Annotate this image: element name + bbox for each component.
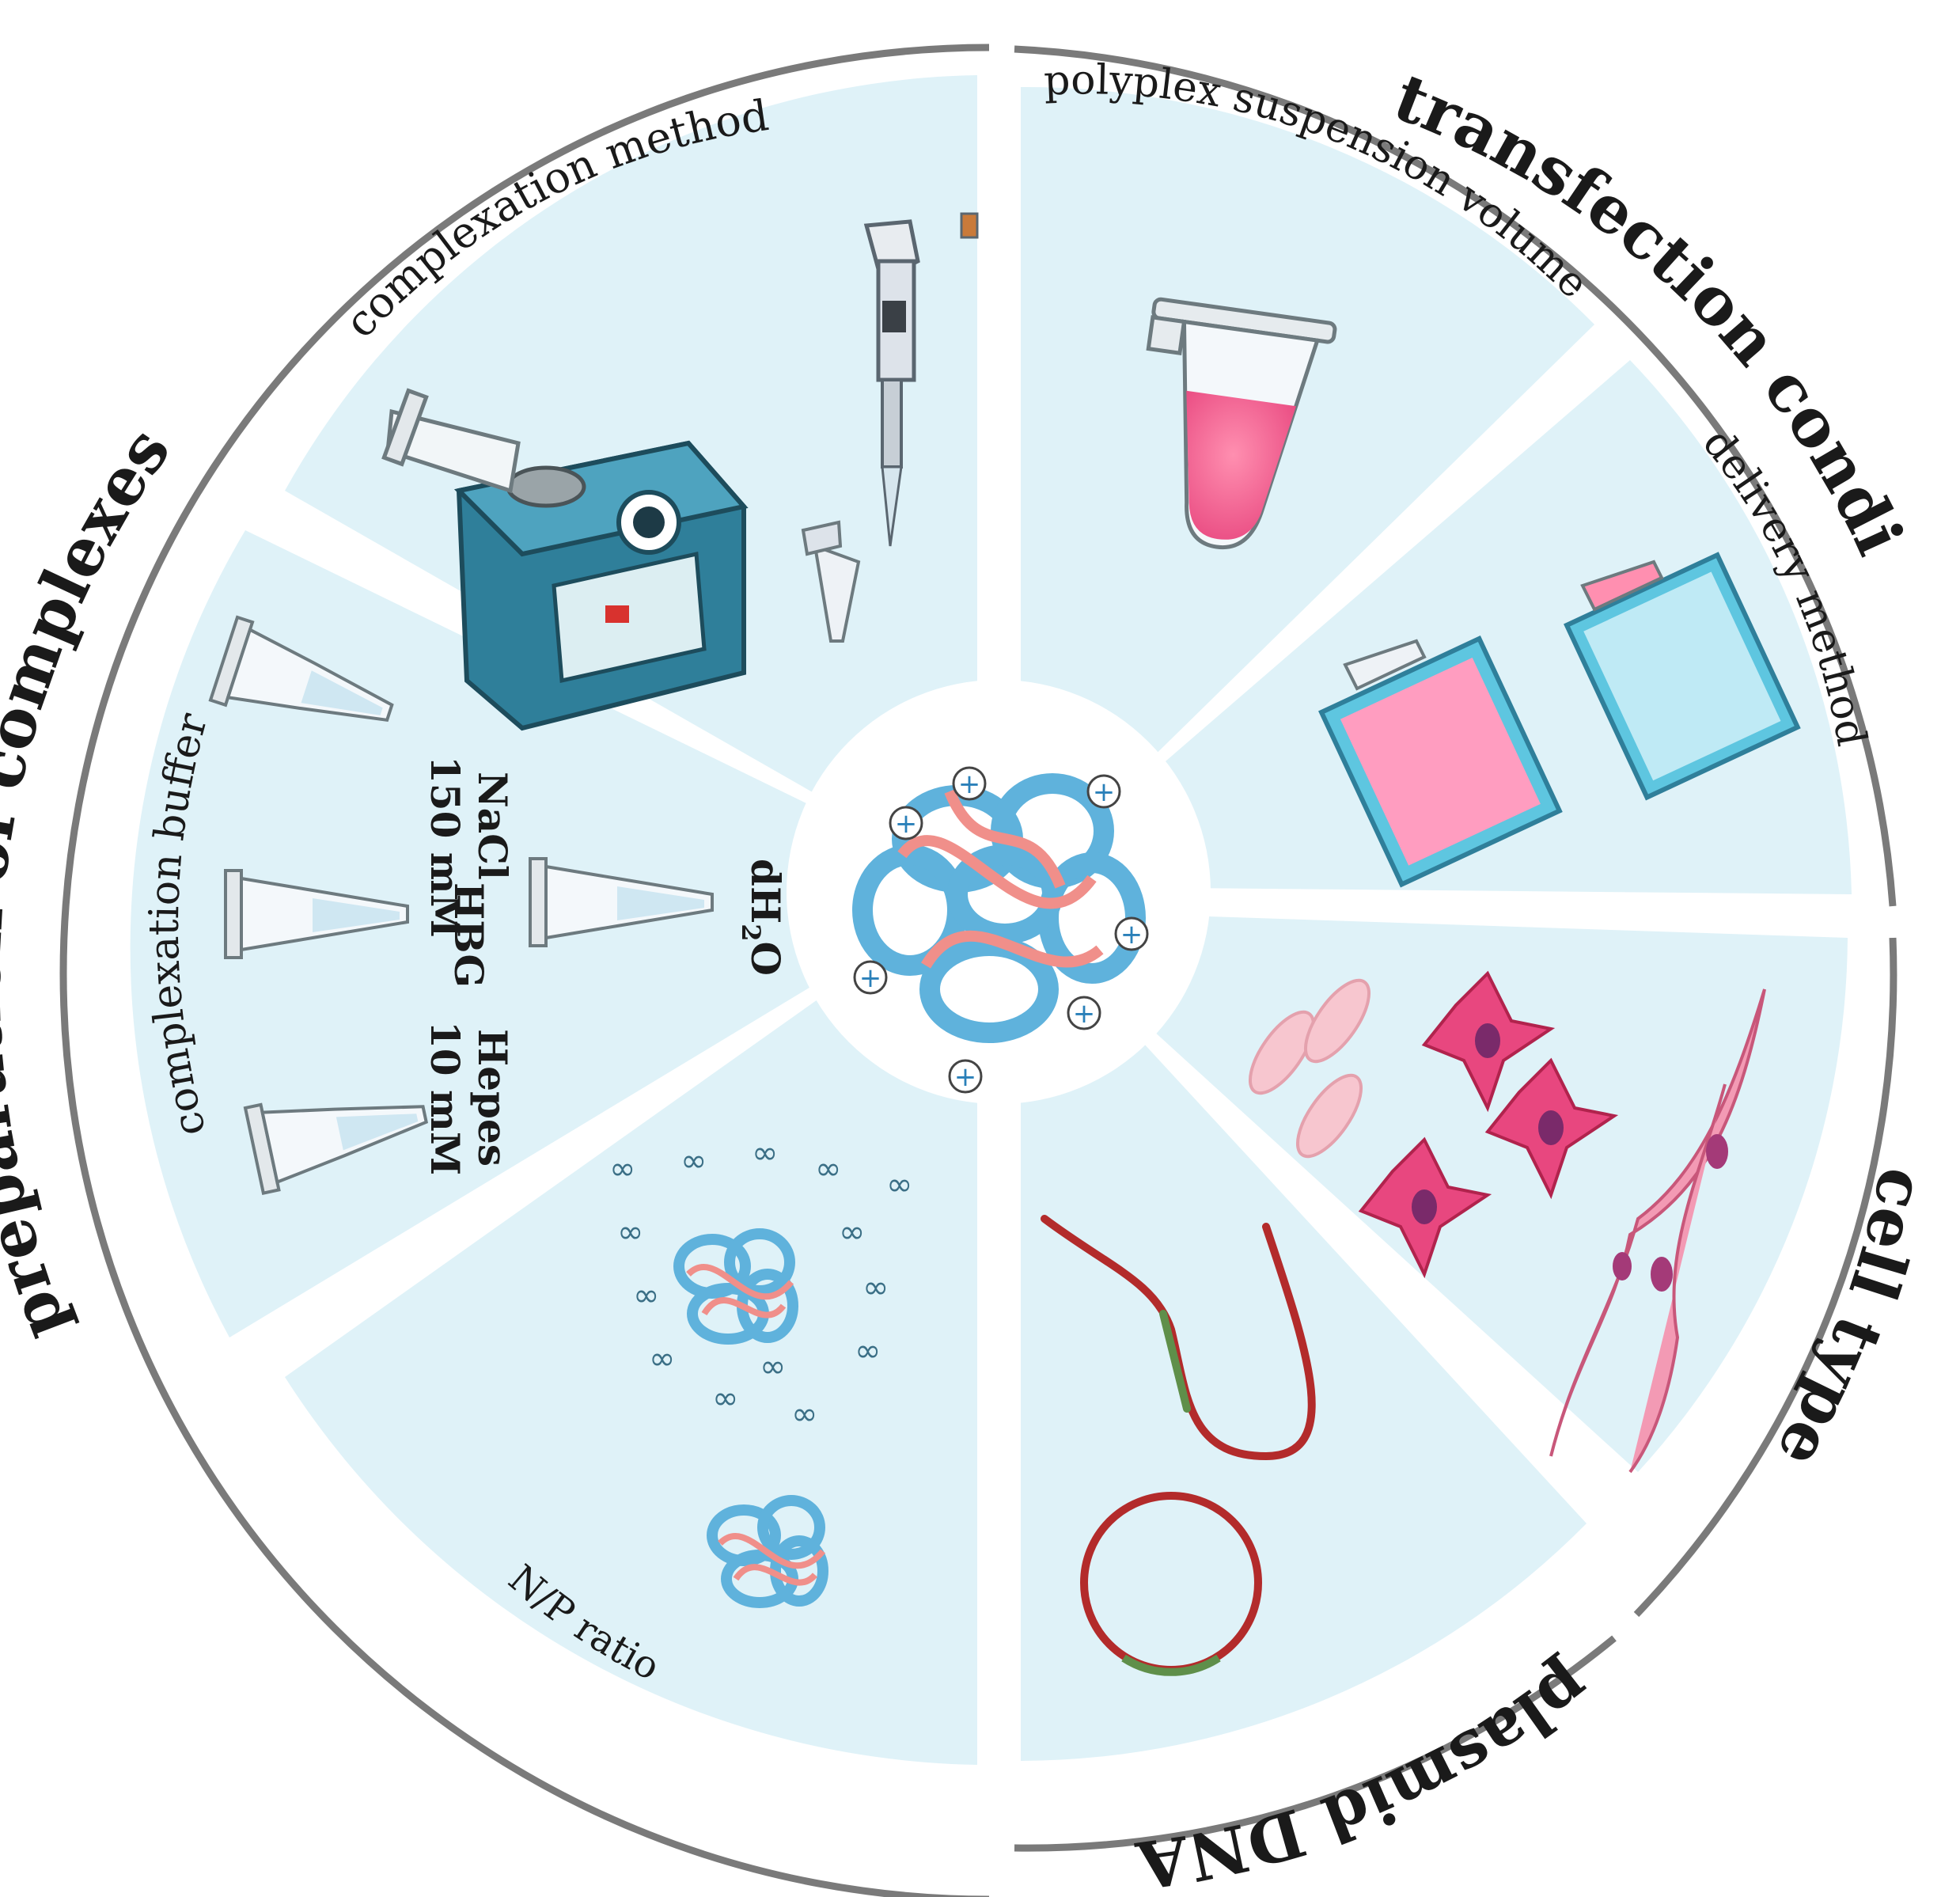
svg-text:+: + [958,768,981,800]
microtube-icon [1343,560,1664,691]
svg-text:+: + [954,1061,977,1093]
buffer-label-nacl: 150 mM NaCl [422,756,516,938]
svg-text:∞: ∞ [712,1380,738,1417]
charges: + + + + + + + [853,766,1149,1094]
microtube-icon [1146,297,1337,550]
buffer-label-hepes-line1: 10 mM [422,1021,468,1175]
plasmid-ring-icon [1080,1492,1262,1676]
svg-text:∞: ∞ [760,1349,786,1385]
svg-text:+: + [859,962,882,994]
svg-text:+: + [1093,776,1116,808]
plus-charge-icon: + [1067,996,1101,1030]
buffer-label-hepes-line2: Hepes [469,1029,516,1167]
svg-text:∞: ∞ [855,1333,881,1369]
outer-ring [59,44,1897,1897]
cell-icon [1421,970,1556,1113]
svg-text:∞: ∞ [791,1396,817,1432]
buffer-label-hepes: 10 mM Hepes [422,1021,516,1175]
fibroblast-icon [1549,988,1766,1474]
cell-icon [1484,1057,1619,1200]
microtube-icon [208,615,394,723]
ring-arc-bottom [1014,1635,1617,1852]
ring-arc-left [59,44,990,1897]
plus-charge-icon: + [889,806,923,840]
free-polymer-icons: ∞∞∞ ∞∞∞ ∞∞∞ ∞∞∞ ∞∞ [609,1135,912,1432]
svg-text:∞: ∞ [752,1135,778,1171]
microtube-icon [224,869,409,959]
plus-charge-icon: + [1114,916,1149,951]
polyplex-icon [707,1495,828,1608]
plus-charge-icon: + [952,766,987,801]
buffer-label-nacl-line2: NaCl [469,772,516,880]
microtube-icon [529,857,714,947]
polyplex-icon [673,1228,798,1345]
buffer-label-hbg: HBG [445,882,492,988]
plus-charge-icon: + [1086,774,1121,809]
svg-text:∞: ∞ [617,1214,643,1250]
dna-helix-icon [1041,1215,1316,1461]
cell-icon [1358,1136,1492,1279]
svg-text:∞: ∞ [609,1151,635,1187]
ring-arc-right [1633,937,1897,1618]
vortex-mixer-icon [381,388,749,731]
cell-icon [1248,978,1371,1159]
buffer-label-hbg-text: HBG [445,882,492,988]
plus-charge-icon: + [853,960,888,995]
svg-text:∞: ∞ [839,1214,865,1250]
multiwell-plate-icon [1318,635,1563,888]
svg-text:∞: ∞ [681,1143,707,1179]
buffer-label-water-text: dH2O [736,859,789,976]
svg-text:+: + [895,808,918,840]
buffer-label-water: dH2O [736,859,789,976]
ring-arc-topright [1014,45,1897,907]
svg-text:∞: ∞ [649,1341,675,1377]
svg-text:∞: ∞ [633,1277,659,1314]
svg-text:∞: ∞ [886,1167,912,1203]
svg-text:∞: ∞ [862,1269,889,1306]
pipette-icon [863,212,979,547]
buffer-label-nacl-line1: 150 mM [422,756,468,938]
microtube-icon [243,1102,429,1195]
multiwell-plate-icon [1564,552,1801,801]
svg-text:+: + [1073,998,1096,1030]
segment-polyplex-volume [1021,86,1594,886]
svg-text:+: + [1120,919,1143,950]
svg-text:∞: ∞ [815,1151,841,1187]
plus-charge-icon: + [948,1059,983,1094]
microtube-icon [801,520,861,643]
